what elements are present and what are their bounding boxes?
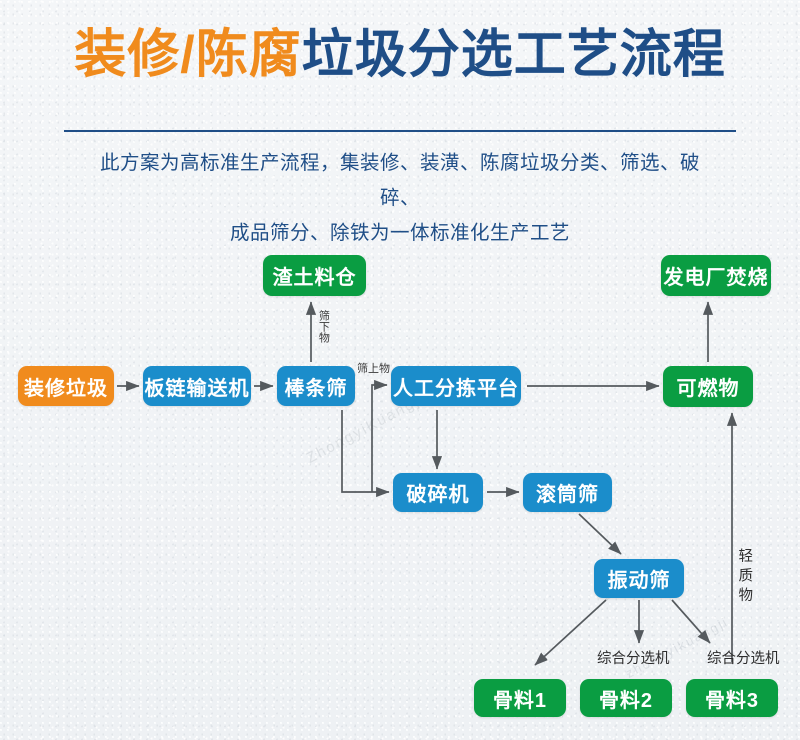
- flow-node-aggregate-1[interactable]: 骨料1: [474, 679, 566, 717]
- flow-node-combustible[interactable]: 可燃物: [663, 366, 753, 407]
- edge-vibrating-screen-to-aggregate-3: [671, 599, 711, 644]
- edge-label-over-screen: 筛上物: [357, 363, 390, 375]
- edge-drum-screen-to-vibrating-screen: [578, 513, 622, 555]
- edge-bar-screen-to-crusher: [341, 410, 390, 498]
- flow-node-slag-silo[interactable]: 渣土料仓: [263, 255, 366, 296]
- subtitle-line-2: 成品筛分、除铁为一体标准化生产工艺: [229, 222, 570, 244]
- edge-label-light-matter: 轻质物: [736, 548, 753, 607]
- watermark: zhongyikuangji: [623, 614, 731, 681]
- page-title: 装修/陈腐垃圾分选工艺流程: [0, 26, 800, 86]
- flow-node-aggregate-2[interactable]: 骨料2: [580, 679, 672, 717]
- flow-node-bar-screen[interactable]: 棒条筛: [277, 366, 355, 406]
- page-title-highlight: 装修/陈腐: [74, 26, 302, 84]
- flow-node-drum-screen[interactable]: 滚筒筛: [523, 473, 612, 512]
- edge-label-under-screen: 筛下物: [317, 310, 330, 343]
- subtitle-line-1: 此方案为高标准生产流程，集装修、装潢、陈腐垃圾分类、筛选、破碎、: [99, 152, 700, 209]
- title-divider: [64, 130, 736, 132]
- edge-vibrating-screen-to-aggregate-1: [534, 599, 607, 666]
- page-title-rest: 垃圾分选工艺流程: [301, 26, 726, 84]
- edge-label-sorter-1: 综合分选机: [597, 651, 670, 667]
- flow-node-chain-conveyor[interactable]: 板链输送机: [143, 366, 251, 406]
- flow-node-vibrating-screen[interactable]: 振动筛: [594, 559, 684, 598]
- flow-node-power-plant[interactable]: 发电厂焚烧: [661, 255, 771, 296]
- flow-node-manual-sort[interactable]: 人工分拣平台: [391, 366, 521, 406]
- edge-over-screen-to-manual-sort: [371, 379, 388, 492]
- edge-label-sorter-2: 综合分选机: [707, 651, 780, 667]
- flow-node-input[interactable]: 装修垃圾: [18, 366, 114, 406]
- flow-node-crusher[interactable]: 破碎机: [393, 473, 483, 512]
- flow-node-aggregate-3[interactable]: 骨料3: [686, 679, 778, 717]
- page-subtitle: 此方案为高标准生产流程，集装修、装潢、陈腐垃圾分类、筛选、破碎、 成品筛分、除铁…: [86, 146, 714, 251]
